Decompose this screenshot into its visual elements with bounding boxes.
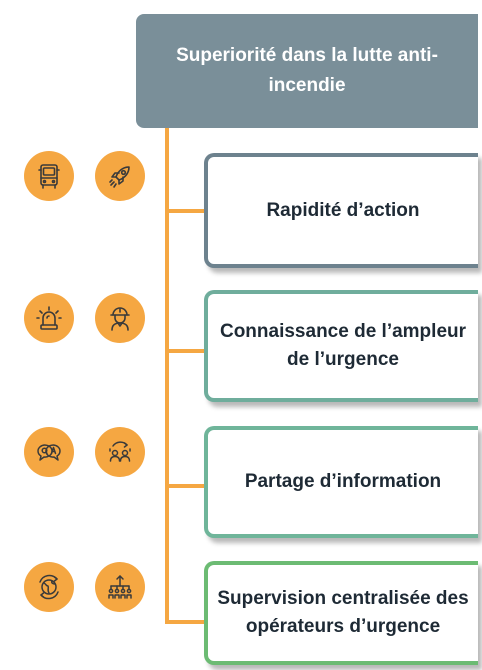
item-card-awareness: Connaissance de l’ampleur de l’urgence bbox=[204, 290, 478, 402]
diagram-title: Superiorité dans la lutte anti-incendie bbox=[136, 14, 478, 128]
question-answer-icon bbox=[24, 427, 74, 477]
item-label: Connaissance de l’ampleur de l’urgence bbox=[219, 321, 467, 370]
connector-trunk bbox=[165, 128, 169, 624]
people-exchange-icon bbox=[95, 427, 145, 477]
hierarchy-icon bbox=[95, 562, 145, 612]
connector-branch bbox=[165, 209, 206, 213]
item-card-information-sharing: Partage d’information bbox=[204, 426, 478, 538]
connector-branch bbox=[165, 349, 206, 353]
item-card-speed: Rapidité d’action bbox=[204, 153, 478, 268]
fire-truck-icon bbox=[24, 151, 74, 201]
alarm-siren-icon bbox=[24, 293, 74, 343]
item-label: Rapidité d’action bbox=[266, 199, 420, 221]
item-card-supervision: Supervision centralisée des opérateurs d… bbox=[204, 561, 478, 665]
item-label: Partage d’information bbox=[244, 471, 442, 492]
firefighter-icon bbox=[95, 293, 145, 343]
connector-branch bbox=[165, 484, 206, 488]
item-label: Supervision centralisée des opérateurs d… bbox=[217, 588, 469, 637]
rocket-icon bbox=[95, 151, 145, 201]
connector-branch bbox=[165, 620, 206, 624]
globe-refresh-icon bbox=[24, 562, 74, 612]
